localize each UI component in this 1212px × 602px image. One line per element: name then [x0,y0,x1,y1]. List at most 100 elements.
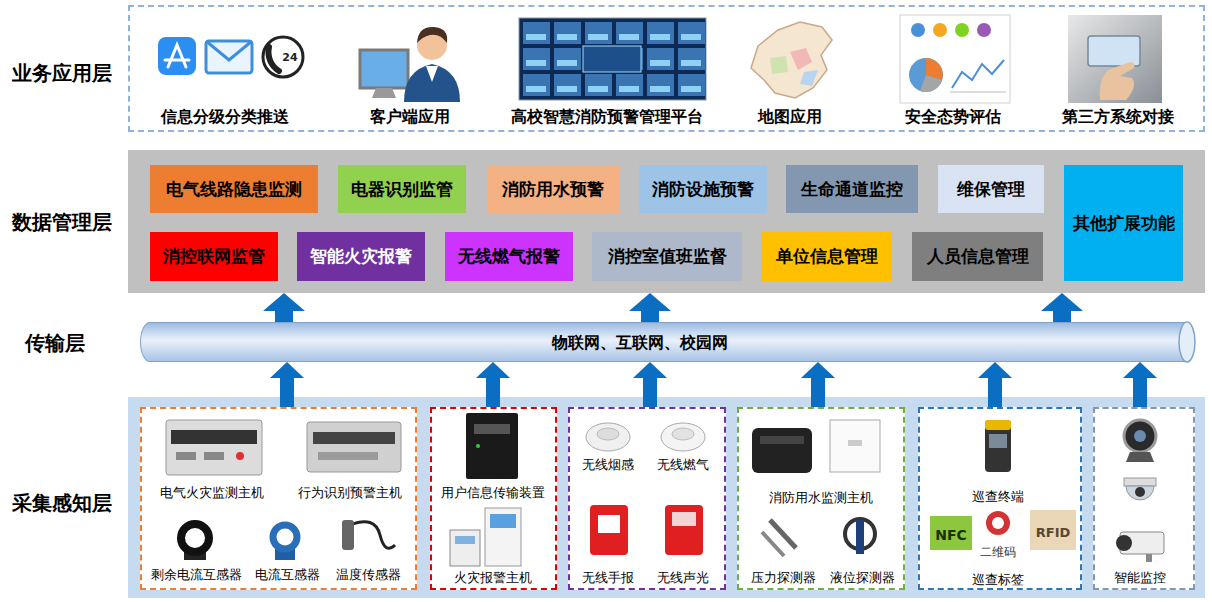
device-caption: 巡查终端 [972,489,1024,505]
level-probe [845,519,875,554]
block-arrow [629,293,671,322]
function-box: 单位信息管理 [761,232,892,281]
pressure-probe [762,532,784,556]
device-group: 消防用水监测主机压力探测器液位探测器 [737,407,905,590]
text-holder: 单位信息管理 [776,246,878,266]
transmission-cabinet [474,424,510,434]
function-label: 消控联网监管 [163,246,265,266]
dashboard-icon [977,23,991,37]
function-label: 智能火灾报警 [310,246,412,266]
gas-detector [672,428,694,440]
manual-alarm-button [590,505,628,555]
text-holder: 消控联网监管 [163,246,265,266]
text-holder: 无线燃气报警 [458,246,560,266]
monitor-host-device [171,430,257,444]
function-label: 消防设施预警 [652,179,754,199]
dashboard-icon [950,92,1006,93]
fire-alarm-host [450,530,480,566]
app-caption: 信息分级分类推送 [161,107,289,126]
level-probe [845,519,875,549]
mail-icon [206,41,252,73]
client-icon [426,66,438,82]
patrol-terminal [985,420,1011,472]
patrol-terminal [985,420,1011,472]
function-box: 消防设施预警 [639,165,767,213]
text-holder: 24 [282,46,297,65]
text-holder: 第三方系统对接 [1062,107,1174,126]
text-holder: 电流互感器 [255,564,320,583]
layer-band: 采集感知层电气火灾监测主机行为识别预警主机剩余电流互感器电流互感器温度传感器用户… [128,397,1205,598]
function-box: 电器识别监管 [338,165,466,213]
platform-screen-icon [519,18,706,100]
block-arrow [633,362,667,407]
client-icon [372,88,396,98]
pipe-label: 物联网、互联网、校园网 [552,333,728,352]
third-party-icon [1088,36,1140,66]
function-label: 无线燃气报警 [458,246,560,266]
client-icon [360,50,408,88]
device-caption: 电流互感器 [255,567,320,583]
nfc-tag [930,516,972,550]
webcam [1126,452,1154,462]
app-store-icon [165,45,189,67]
water-monitor-host [760,436,804,444]
temperature-sensor [342,520,395,550]
text-holder: 消防用水预警 [502,179,604,199]
dashboard-icon [952,60,1004,88]
client-icon [360,27,460,102]
text-holder: 电器识别监管 [351,179,453,199]
box-camera [1116,535,1132,551]
mail-icon [206,41,252,60]
text-holder: 二维码 [980,541,1016,560]
function-label: 人员信息管理 [927,246,1029,266]
pipe-end-cap [1179,322,1195,362]
platform-screen-icon [583,46,641,72]
block-arrow [263,293,305,322]
dashboard-icon [900,15,1010,103]
map-icon [770,56,788,74]
current-transformer [275,546,295,560]
phone-icon [263,37,303,77]
block-arrow [978,362,1012,407]
function-label: 维保管理 [957,179,1025,199]
text-holder: 安全态势评估 [905,107,1001,126]
patrol-terminal [985,420,1011,430]
device-caption: 压力探测器 [751,570,816,586]
text-holder: 电气火灾监测主机 [160,482,264,501]
client-icon [404,64,460,102]
webcam [1124,420,1156,452]
dashboard-icon [900,15,1010,103]
qr-tag [986,511,1010,535]
app-caption: 第三方系统对接 [1062,107,1174,126]
device-caption: 巡查标签 [972,572,1024,588]
text-holder: 采集感知层 [12,491,112,515]
monitor-host-device [166,420,262,475]
device-group: 用户信息传输装置火灾报警主机 [430,407,557,590]
device-group: 无线烟感无线燃气无线手报无线声光 [568,407,726,590]
sound-light-alarm [665,505,703,555]
tag-text: NFC [935,527,967,544]
app-caption: 安全态势评估 [905,107,1001,126]
function-box: 人员信息管理 [912,232,1043,281]
device-caption: 火灾报警主机 [454,570,532,586]
pipe-end-cap [1179,322,1195,362]
manual-alarm-button [590,505,628,555]
rfid-tag [1030,510,1076,550]
fire-alarm-host [485,508,521,566]
mail-icon [206,41,252,73]
text-holder: 人员信息管理 [927,246,1029,266]
app-caption: 客户端应用 [370,107,450,126]
monitor-host-device [204,452,224,460]
device-caption: 用户信息传输装置 [441,485,545,501]
sound-light-alarm [672,512,696,526]
box-camera [1146,554,1152,562]
function-box: 消控室值班监督 [592,232,742,281]
residual-current-transformer [181,524,209,552]
pressure-probe [762,520,796,556]
fire-alarm-host [450,508,521,566]
transmission-cabinet [466,413,518,479]
platform-screen-icon [519,18,706,100]
